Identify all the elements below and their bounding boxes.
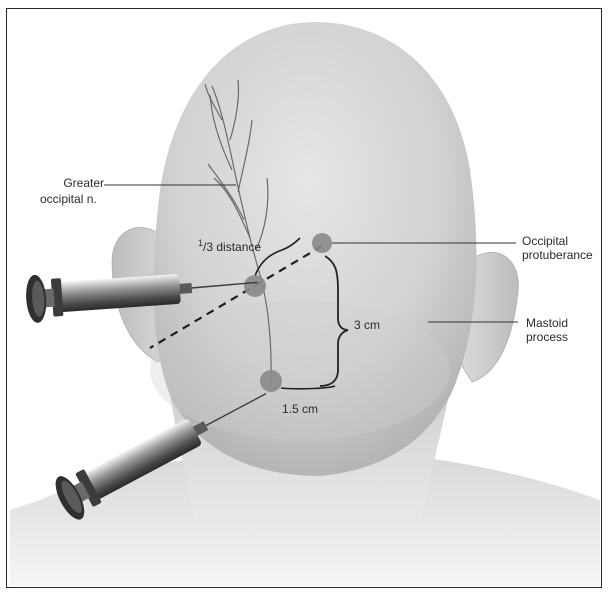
injection-point-lower (260, 370, 282, 392)
label-one-point-five-cm: 1.5 cm (282, 402, 318, 416)
label-greater-occipital: Greater (40, 176, 104, 190)
label-occipital-line1: Occipital (522, 234, 593, 248)
label-one-third-distance: 1/3 distance (198, 240, 261, 255)
occipital-protuberance-point (312, 233, 332, 253)
label-greater-occipital-line2: occipital n. (40, 192, 97, 206)
injection-point-upper (244, 275, 266, 297)
label-occipital-line2: protuberance (522, 248, 593, 262)
label-mastoid-line1: Mastoid (526, 316, 568, 330)
label-mastoid-line2: process (526, 330, 568, 344)
label-greater-occipital-line1: Greater (40, 176, 104, 190)
label-one-third-rest: /3 distance (203, 240, 261, 254)
label-mastoid-process: Mastoid process (526, 316, 568, 344)
label-occipital-protuberance: Occipital protuberance (522, 234, 593, 262)
label-three-cm-text: 3 cm (354, 318, 380, 332)
label-one-third-sup: 1 (198, 238, 203, 248)
label-one-point-five-cm-text: 1.5 cm (282, 402, 318, 416)
label-three-cm: 3 cm (354, 318, 380, 332)
label-greater-occipital-2: occipital n. (40, 192, 97, 206)
